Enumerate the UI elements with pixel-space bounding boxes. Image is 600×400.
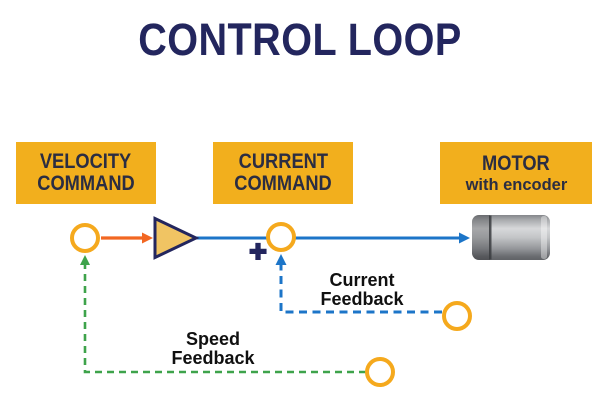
speed-feedback-line1: Speed <box>185 329 241 349</box>
current-feedback-line2: Feedback <box>320 289 404 309</box>
speed-feedback-line2: Feedback <box>171 348 255 368</box>
current-feedback-node-circle <box>442 301 472 331</box>
current-command-label-line1: CURRENT <box>238 150 328 173</box>
motor-icon <box>472 215 550 260</box>
amplifier-triangle-icon <box>153 216 200 260</box>
motor-box: MOTOR with encoder <box>440 142 592 204</box>
current-command-label-line2: COMMAND <box>234 172 332 195</box>
motor-right-highlight <box>541 216 547 259</box>
speed-feedback-node-circle <box>365 357 395 387</box>
current-feedback-label: Current Feedback <box>297 271 427 309</box>
current-feedback-dashed-arrow <box>275 254 442 314</box>
plus-sign: + <box>249 236 267 269</box>
current-command-box: CURRENT COMMAND <box>213 142 353 204</box>
motor-label: MOTOR <box>482 151 550 175</box>
motor-cap-seam <box>489 215 492 260</box>
velocity-command-box: VELOCITY COMMAND <box>16 142 156 204</box>
velocity-command-label-line1: VELOCITY <box>40 150 132 173</box>
speed-feedback-label: Speed Feedback <box>148 330 278 368</box>
velocity-command-label-line2: COMMAND <box>37 172 135 195</box>
motor-sublabel: with encoder <box>465 174 567 194</box>
current-summing-node-circle <box>266 222 296 252</box>
current-feedback-line1: Current <box>329 270 395 290</box>
motor-end-cap <box>472 215 490 260</box>
velocity-summing-node-circle <box>70 223 100 253</box>
speed-feedback-dashed-arrow <box>80 255 366 374</box>
page-title: CONTROL LOOP <box>138 14 462 65</box>
